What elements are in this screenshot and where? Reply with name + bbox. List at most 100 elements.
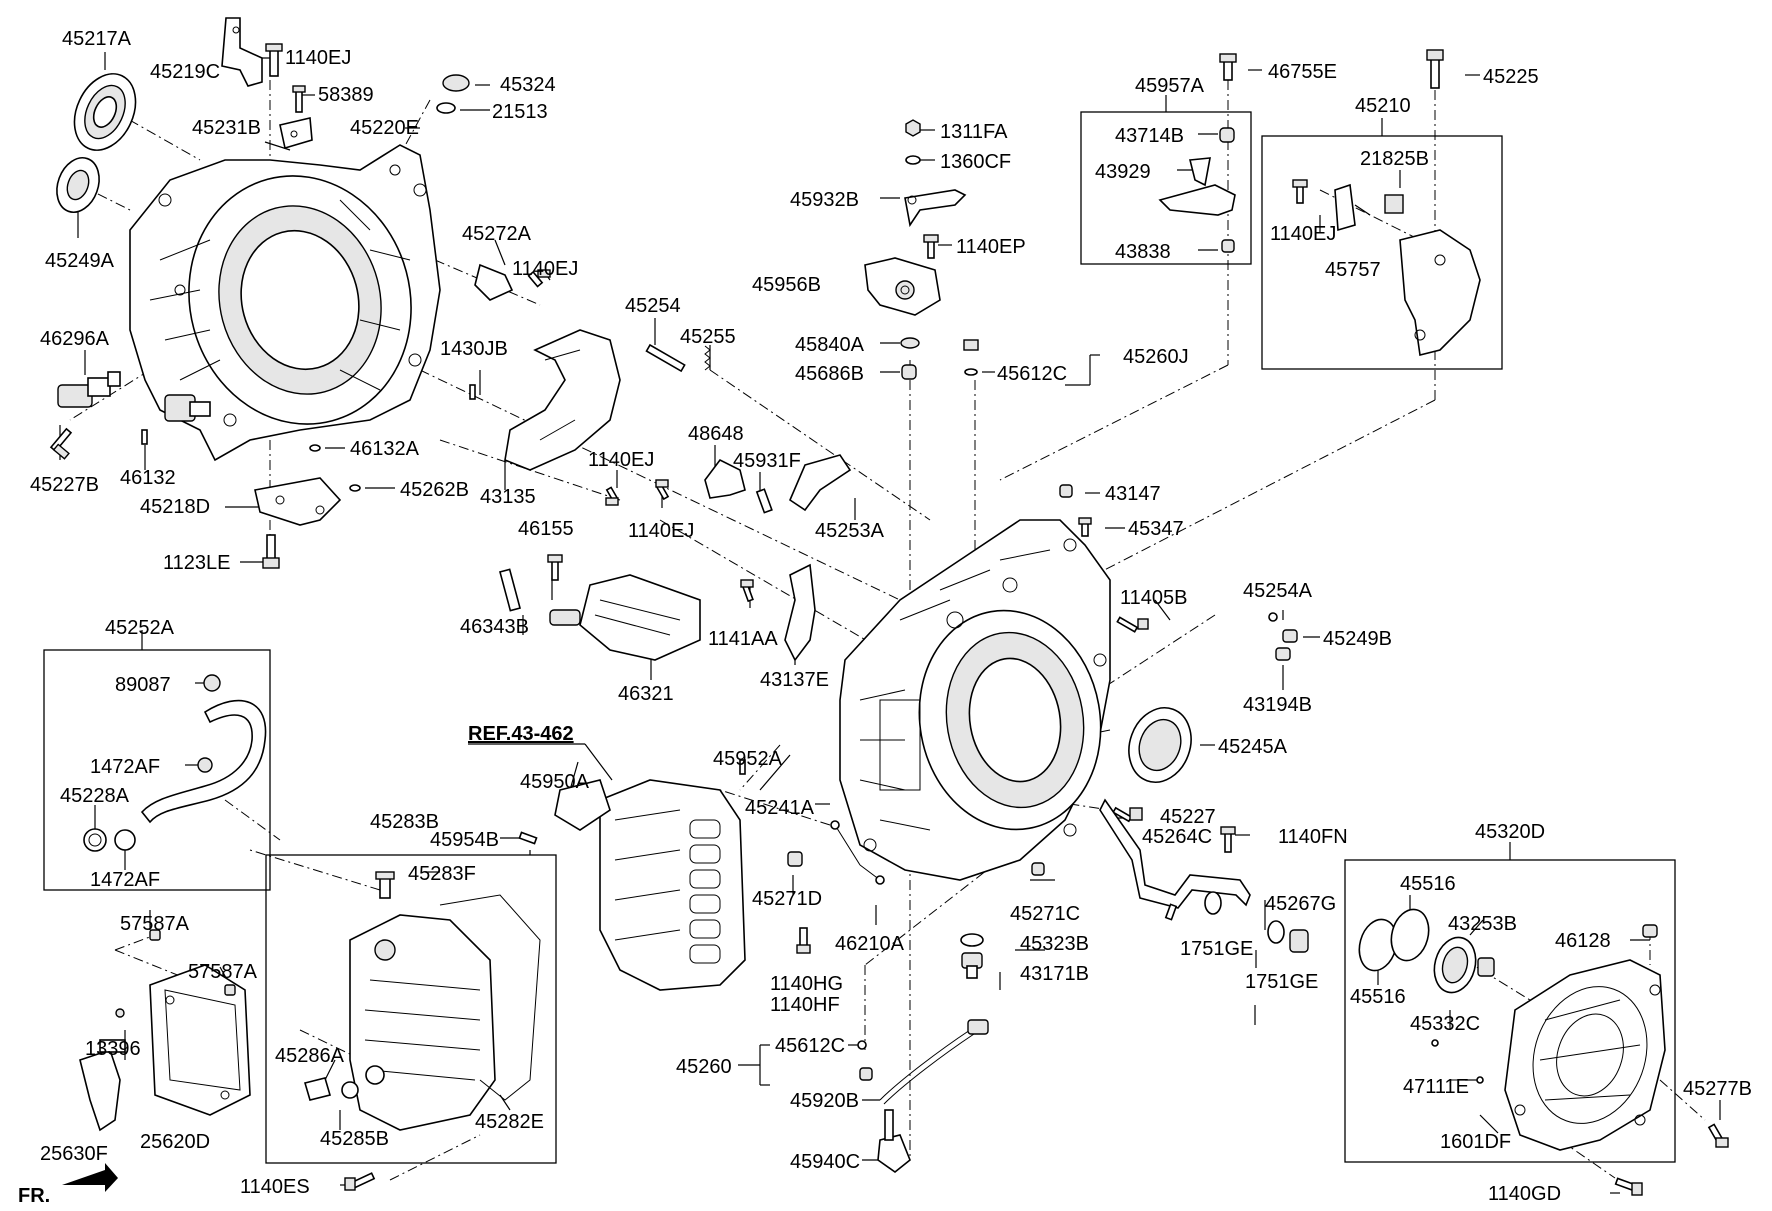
fitting-25630F <box>79 1039 126 1132</box>
label-45267G: 45267G <box>1265 893 1336 915</box>
sensor-21825B <box>1384 194 1404 214</box>
pin-45931F <box>755 488 773 514</box>
pin-46343B <box>499 568 521 612</box>
plug-45283F <box>375 871 395 899</box>
label-43838: 43838 <box>1115 241 1171 263</box>
housing-45231B <box>129 144 441 462</box>
label-45225: 45225 <box>1483 66 1539 88</box>
bracket-45218D <box>254 477 342 526</box>
label-45253A: 45253A <box>815 520 885 542</box>
callout-labels: 45217A 45219C 1140EJ 58389 45324 21513 4… <box>18 28 1752 1207</box>
box-45283B <box>265 854 557 1164</box>
label-1140GD: 1140GD <box>1488 1183 1561 1205</box>
lever-48648 <box>704 458 746 499</box>
label-11405B: 11405B <box>1120 587 1187 609</box>
plug-45260J <box>963 339 979 376</box>
label-43147: 43147 <box>1105 483 1161 505</box>
bolt-1140GD <box>1614 1177 1643 1196</box>
bolt-57587A-b <box>224 984 236 996</box>
plug-45612C-b <box>857 1040 867 1050</box>
label-45285B: 45285B <box>320 1128 389 1150</box>
label-45332C: 45332C <box>1410 1013 1480 1035</box>
washer-1360CF <box>905 155 921 165</box>
label-45254A: 45254A <box>1243 580 1313 602</box>
label-43253B: 43253B <box>1448 913 1517 935</box>
shield-43135 <box>504 329 621 471</box>
label-1311FA: 1311FA <box>940 121 1008 143</box>
washer-45840A <box>900 337 920 349</box>
label-45249B: 45249B <box>1323 628 1392 650</box>
label-45282E: 45282E <box>475 1111 544 1133</box>
pin-46132 <box>141 429 148 445</box>
bolt-43147 <box>1059 484 1073 498</box>
pin-1430JB <box>469 384 476 400</box>
washer-45285B <box>341 1081 359 1099</box>
label-45271D: 45271D <box>752 888 822 910</box>
label-45757: 45757 <box>1325 259 1381 281</box>
label-45612C: 45612C <box>997 363 1067 385</box>
label-45220E: 45220E <box>350 117 419 139</box>
label-45516-b: 45516 <box>1350 986 1406 1008</box>
bolt-1140EJ-e <box>1292 179 1308 204</box>
label-21513: 21513 <box>492 101 548 123</box>
label-46155: 46155 <box>518 518 574 540</box>
plug-43171B <box>961 952 983 979</box>
label-45516-a: 45516 <box>1400 873 1456 895</box>
label-45950A: 45950A <box>520 771 590 793</box>
bolt-45347 <box>1078 517 1092 537</box>
lever-45932B <box>904 189 967 228</box>
bolt-45277B <box>1707 1123 1729 1148</box>
bolt-13396 <box>115 1008 125 1018</box>
label-48648: 48648 <box>688 423 744 445</box>
label-57587A-b: 57587A <box>188 961 258 983</box>
bolt-1141AA <box>740 579 754 603</box>
bracket-45220E <box>279 117 313 150</box>
label-45940C: 45940C <box>790 1151 860 1173</box>
pin-45952A <box>739 759 746 775</box>
label-46321: 46321 <box>618 683 674 705</box>
label-45271C: 45271C <box>1010 903 1080 925</box>
label-ref: REF.43-462 <box>468 723 574 745</box>
spring-45255 <box>704 345 711 371</box>
label-43171B: 43171B <box>1020 963 1089 985</box>
seal-43714B <box>1219 127 1235 143</box>
label-1140EJ-b: 1140EJ <box>512 258 578 280</box>
gasket-45282E <box>439 894 541 1101</box>
mount-45210 <box>1399 229 1481 356</box>
pin-47111E <box>1431 1039 1439 1047</box>
pin-46132A <box>309 444 321 452</box>
spacer-45271D <box>787 851 803 867</box>
hose-45252A <box>83 674 267 852</box>
valve-body-45950A <box>599 779 746 991</box>
filter-46321 <box>549 574 701 661</box>
label-45252A: 45252A <box>105 617 175 639</box>
label-43135: 43135 <box>480 486 536 508</box>
label-45954B: 45954B <box>430 829 499 851</box>
label-45956B: 45956B <box>752 274 821 296</box>
clip-45286A <box>303 1077 332 1101</box>
label-45840A: 45840A <box>795 334 865 356</box>
label-45217A: 45217A <box>62 28 132 50</box>
label-1123LE: 1123LE <box>163 552 230 574</box>
label-45277B: 45277B <box>1683 1078 1752 1100</box>
label-45241A: 45241A <box>745 797 815 819</box>
label-45260J: 45260J <box>1123 346 1189 368</box>
label-43714B: 43714B <box>1115 125 1184 147</box>
label-1140EJ-d: 1140EJ <box>628 520 694 542</box>
plate-45954B <box>518 779 611 845</box>
label-45260: 45260 <box>676 1056 732 1078</box>
label-45320D: 45320D <box>1475 821 1545 843</box>
bolt-1140EJ-c <box>605 486 620 506</box>
bolt-57587A-a <box>149 929 161 941</box>
nut-1311FA <box>905 119 921 137</box>
bolt-1123LE <box>262 534 280 569</box>
label-45227: 45227 <box>1160 806 1216 828</box>
label-1360CF: 1360CF <box>940 151 1011 173</box>
label-45347: 45347 <box>1128 518 1184 540</box>
label-45249A: 45249A <box>45 250 115 272</box>
sensor-45940C <box>877 1019 989 1174</box>
label-1140EP: 1140EP <box>956 236 1026 258</box>
baffle-43137E <box>784 563 816 662</box>
label-front: FR. <box>18 1185 50 1207</box>
